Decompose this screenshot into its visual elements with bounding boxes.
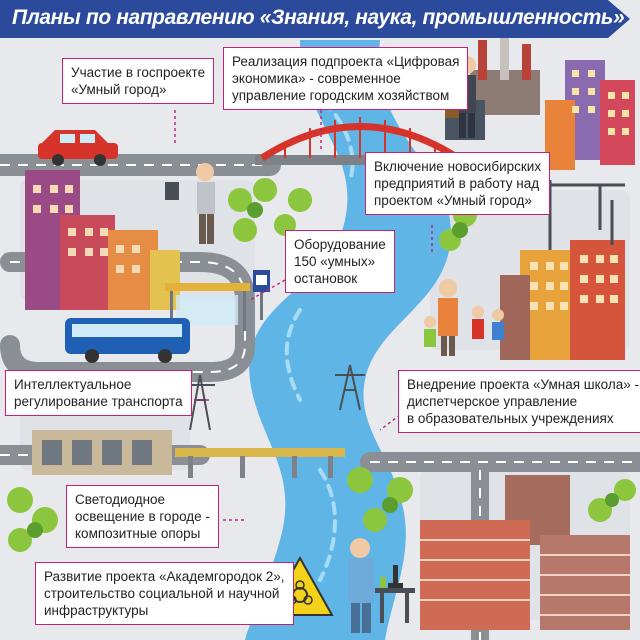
caption-akademgorodok: Развитие проекта «Академгородок 2», стро… [35,562,294,625]
caption-traffic: Интеллектуальное регулирование транспорт… [5,370,192,416]
teacher-and-children [424,279,504,356]
title-banner-tip [608,0,630,38]
scientist [348,538,374,633]
page-title: Планы по направлению «Знания, наука, про… [12,6,625,29]
person-tablet [165,163,215,244]
title-banner [0,0,608,38]
bus-stop-sign-icon [253,270,270,320]
lower-bridge [175,448,345,478]
caption-enterprises: Включение новосибирских предприятий в ра… [365,152,551,215]
connector-lines [174,110,433,521]
buildings-top-right [545,60,635,170]
bus-stop [165,270,270,331]
caption-smart-school: Внедрение проекта «Умная школа» - диспет… [398,370,640,433]
low-building [32,430,172,475]
buildings-right [500,240,625,360]
car-icon [38,130,118,166]
caption-smart-stops: Оборудование 150 «умных» остановок [285,230,395,293]
caption-smart-city: Участие в госпроекте «Умный город» [62,58,215,104]
trees [7,178,636,552]
buildings-left [25,170,180,310]
caption-digital-economy: Реализация подпроекта «Цифровая экономик… [223,47,469,110]
caption-led-lighting: Светодиодное освещение в городе - композ… [66,485,219,548]
buildings-bottom-right [420,475,630,630]
microscope-icon [375,565,415,623]
bus-icon [65,318,190,363]
